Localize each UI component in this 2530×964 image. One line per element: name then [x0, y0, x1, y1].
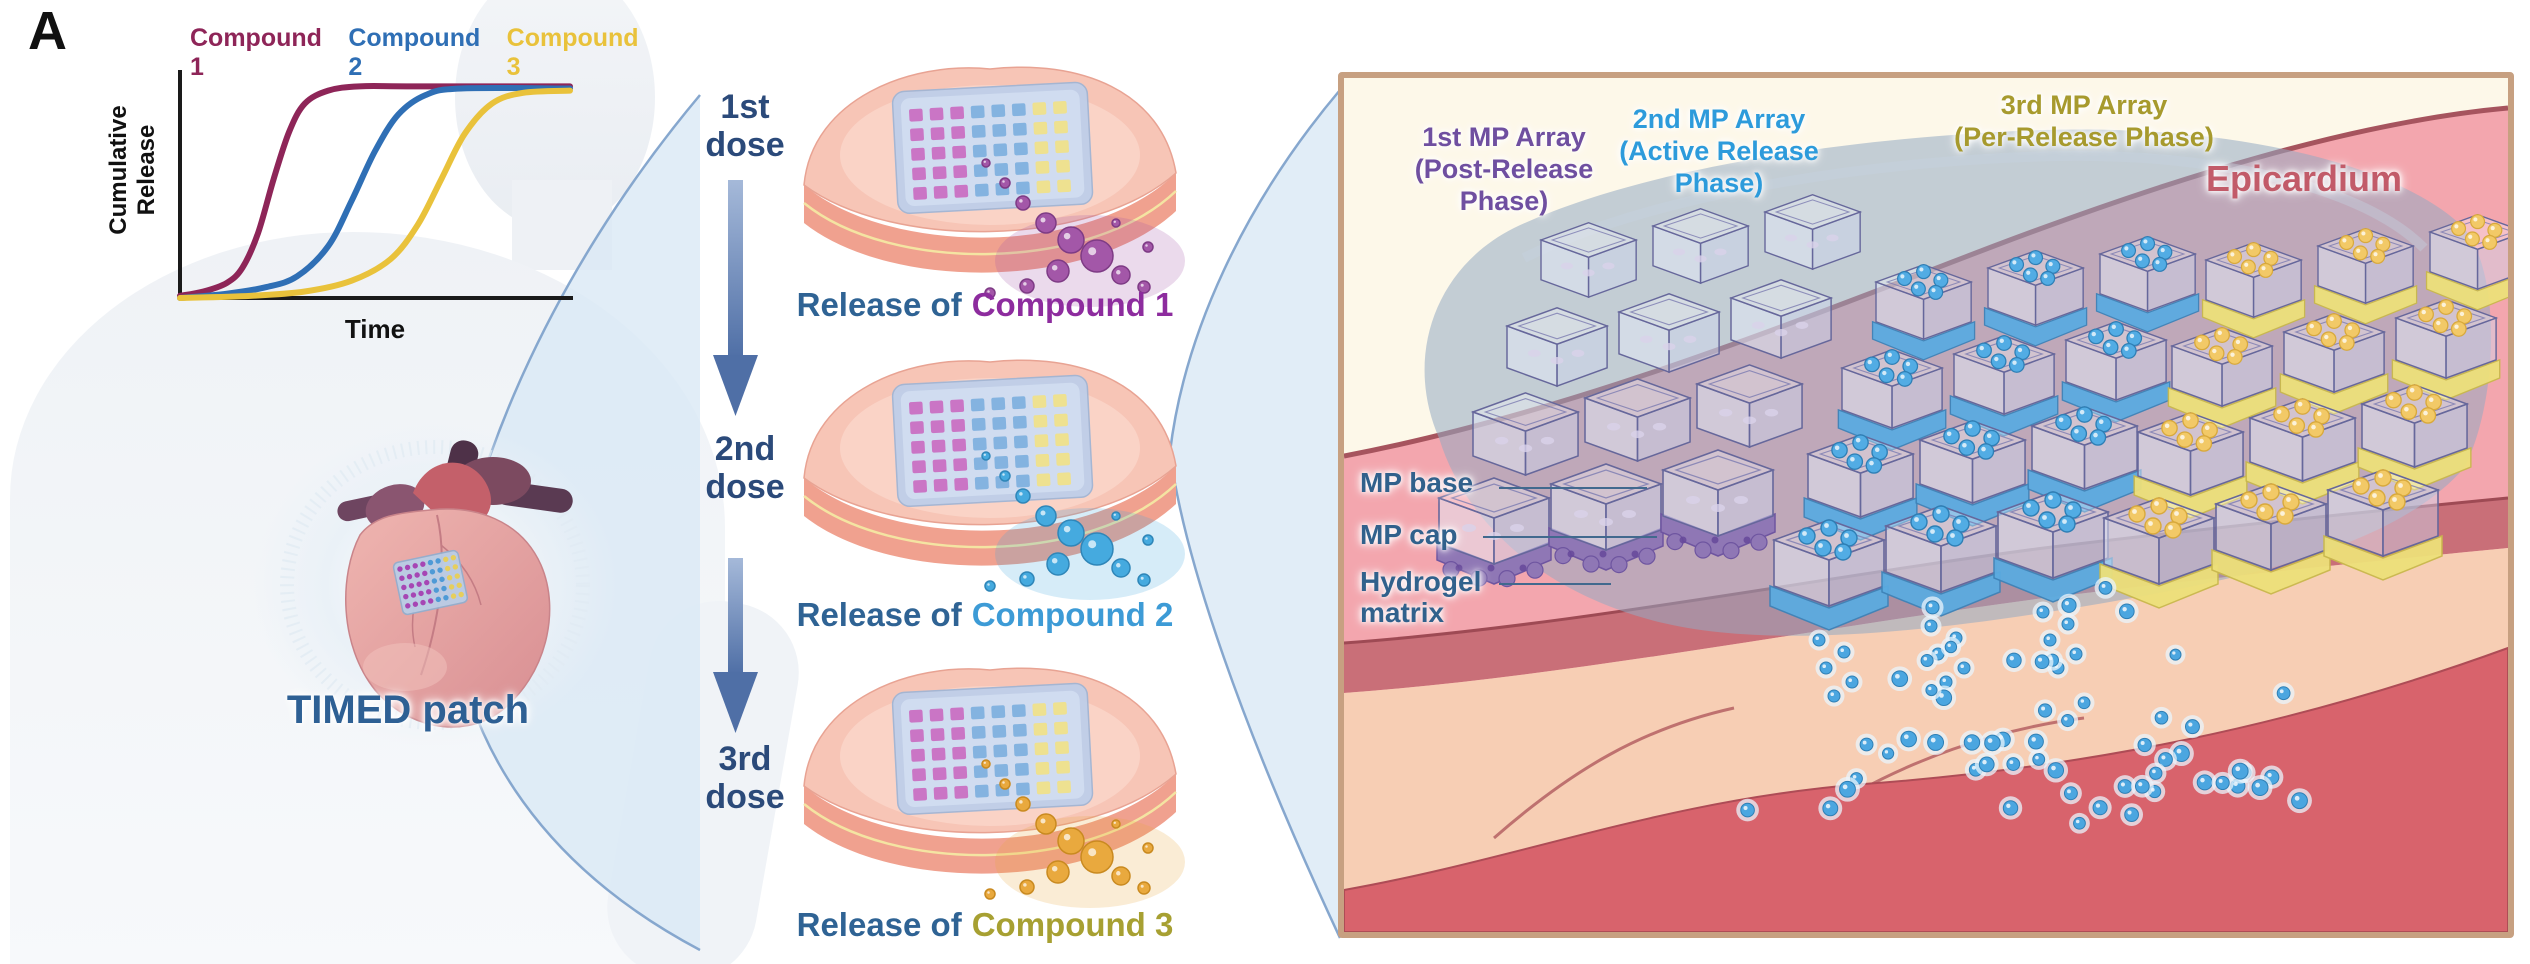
mp-cube	[1949, 335, 2059, 437]
mp-cube	[1650, 207, 1751, 285]
arrow-dose-1-to-2	[713, 180, 758, 416]
heart-highlight	[363, 643, 447, 691]
mp-cube	[2211, 483, 2331, 595]
mp-cube	[1837, 349, 1947, 451]
mp-array-2-label: 2nd MP Array (Active Release Phase)	[1619, 104, 1819, 198]
mp-cube	[1881, 505, 2001, 617]
mp-cube	[2133, 412, 2248, 519]
chart-legend: Compound 1 Compound 2 Compound 3	[190, 24, 645, 82]
release-compound-1: Compound 1	[971, 286, 1174, 323]
mp-cube	[2357, 384, 2472, 491]
patch-illustration-dose-2	[803, 359, 1185, 600]
mp-cube	[1871, 263, 1976, 361]
timed-patch-on-heart	[392, 549, 469, 616]
mp-cube	[2099, 497, 2219, 609]
dose-label-2: 2nd dose	[705, 430, 785, 507]
mp-cube	[1728, 279, 1834, 360]
mp-array-3-label: 3rd MP Array (Per-Release Phase)	[1954, 90, 2214, 152]
mp-cube	[1983, 249, 2088, 347]
release-compound-2: Compound 2	[971, 596, 1174, 633]
mp-cube	[2313, 227, 2418, 325]
mp-base-leader-line	[1499, 487, 1647, 489]
mp-cube	[2167, 327, 2277, 429]
heart-vessels	[337, 440, 573, 530]
mp-cube	[1762, 193, 1863, 271]
mp-cube	[2425, 213, 2508, 311]
mp-cube-arrays	[1436, 193, 2508, 631]
zoom-panel: 1st MP Array (Post-Release Phase) 2nd MP…	[1338, 72, 2514, 938]
mp-cube	[2095, 235, 2200, 333]
hydrogel-matrix-leader-line	[1499, 583, 1611, 585]
patch-illustration-dose-1	[803, 66, 1185, 307]
mp-cube	[1582, 378, 1693, 463]
dose-label-3: 3rd dose	[705, 740, 785, 817]
dose-label-1: 1st dose	[705, 88, 785, 165]
released-drug-particles	[1736, 576, 2312, 834]
timed-patch-label: TIMED patch	[286, 688, 530, 732]
mp-cube	[1660, 449, 1776, 560]
release-chart: Compound 1 Compound 2 Compound 3 Cumulat…	[105, 18, 645, 348]
mp-cap-label: MP cap	[1360, 519, 1458, 550]
release-prefix-2: Release of	[796, 596, 962, 633]
mp-cube	[2391, 299, 2501, 401]
release-prefix-3: Release of	[796, 906, 962, 943]
mp-cube	[1694, 364, 1805, 449]
mp-cube	[2201, 241, 2306, 339]
mp-cube	[2061, 321, 2171, 423]
legend-compound-2: Compound 2	[348, 24, 481, 81]
mp-cube	[2323, 469, 2443, 581]
mp-cube	[2279, 313, 2389, 415]
heart-illustration	[253, 423, 615, 745]
mp-cube	[1470, 392, 1581, 477]
mp-array-1-label: 1st MP Array (Post-Release Phase)	[1414, 122, 1594, 216]
mp-cube	[1548, 463, 1664, 574]
mp-cube	[1538, 221, 1639, 299]
panel-letter: A	[28, 1, 67, 61]
mp-array-illustration	[1344, 105, 2508, 932]
mp-cube	[1504, 307, 1610, 388]
legend-compound-3: Compound 3	[506, 24, 639, 81]
patch-illustration-dose-3	[803, 667, 1185, 908]
chart-x-axis-label: Time	[344, 314, 406, 344]
mp-cube	[2245, 398, 2360, 505]
mp-cube	[1915, 420, 2030, 527]
mp-base-label: MP base	[1360, 467, 1474, 498]
legend-compound-1: Compound 1	[190, 24, 322, 81]
mp-cube	[1803, 434, 1918, 541]
chart-plot-area	[177, 70, 573, 301]
mp-cube	[1993, 491, 2113, 603]
deep-muscle-layer	[1344, 646, 2508, 932]
release-compound-3: Compound 3	[971, 906, 1174, 943]
arrow-dose-2-to-3	[713, 558, 758, 733]
release-prefix-1: Release of	[796, 286, 962, 323]
epicardium-label: Epicardium	[2205, 158, 2403, 199]
chart-y-axis-label: Cumulative Release	[105, 105, 160, 235]
mp-cube	[1616, 293, 1722, 374]
hydrogel-matrix-label: Hydrogel matrix	[1360, 566, 1482, 629]
dose-sequence-arrows	[713, 180, 758, 733]
mp-cube	[1769, 519, 1889, 631]
mp-cap-leader-line	[1483, 536, 1657, 538]
